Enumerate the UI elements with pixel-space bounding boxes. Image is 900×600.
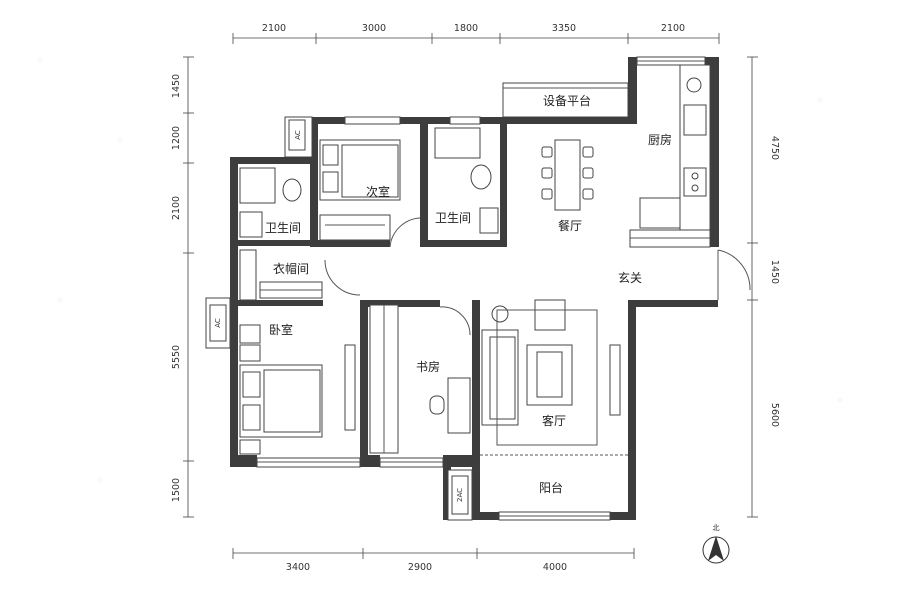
background-pattern	[37, 57, 843, 483]
bottom-dimensions: 3400 2900 4000	[232, 548, 635, 573]
top-dimensions: 2100 3000 1800 3350 2100	[232, 23, 720, 44]
label-dining: 餐厅	[558, 218, 582, 233]
left-bathroom-fixtures	[239, 167, 302, 238]
dim-bottom-2: 2900	[408, 562, 432, 573]
ac-label-top: AC	[294, 130, 302, 140]
right-bathroom-fixtures	[434, 127, 499, 234]
dim-left-5: 1500	[171, 478, 182, 502]
north-compass-icon: 北	[702, 524, 730, 564]
label-balcony: 阳台	[539, 480, 563, 495]
doors	[324, 217, 751, 456]
dim-left-4: 5550	[171, 345, 182, 369]
dim-left-1: 1450	[171, 74, 182, 98]
cloakroom-wardrobe	[239, 249, 323, 301]
living-room-furniture	[481, 299, 598, 446]
dim-top-5: 2100	[661, 23, 685, 34]
dim-top-4: 3350	[552, 23, 576, 34]
dining-table	[541, 139, 594, 211]
ac-label-left: AC	[214, 318, 222, 328]
label-bathroom-right: 卫生间	[435, 211, 471, 225]
ac-label-bottom: 2AC	[456, 488, 464, 502]
dim-right-1: 4750	[769, 136, 780, 160]
ac-units: AC AC 2AC	[205, 119, 473, 521]
compass-label: 北	[713, 524, 720, 532]
dim-right-2: 1450	[769, 260, 780, 284]
master-bed	[239, 324, 323, 455]
second-bedroom-bed	[319, 139, 401, 241]
label-bedroom: 卧室	[269, 322, 293, 337]
dim-left-2: 1200	[171, 126, 182, 150]
label-bathroom-left: 卫生间	[265, 221, 301, 235]
label-entrance: 玄关	[618, 270, 642, 285]
equipment-platform	[502, 82, 629, 118]
study-furniture	[369, 304, 471, 454]
dim-bottom-3: 4000	[543, 562, 567, 573]
dim-right-3: 5600	[769, 403, 780, 427]
dim-top-1: 2100	[262, 23, 286, 34]
label-kitchen: 厨房	[648, 132, 672, 147]
label-second-bedroom: 次室	[366, 184, 390, 199]
dim-top-3: 1800	[454, 23, 478, 34]
label-equipment-platform: 设备平台	[543, 93, 591, 108]
label-living: 客厅	[542, 413, 566, 428]
kitchen-furniture	[639, 64, 711, 231]
dim-top-2: 3000	[362, 23, 386, 34]
right-dimensions: 4750 1450 5600	[747, 56, 780, 518]
dim-left-3: 2100	[171, 196, 182, 220]
room-labels: 设备平台 厨房 次室 卫生间 卫生间 餐厅 衣帽间 玄关 卧室 书房 客厅 阳台	[265, 93, 672, 495]
label-study: 书房	[416, 359, 440, 374]
left-dimensions: 1450 1200 2100 5550 1500	[171, 56, 194, 518]
label-cloakroom: 衣帽间	[273, 261, 309, 276]
dim-bottom-1: 3400	[286, 562, 310, 573]
windows	[256, 56, 711, 521]
